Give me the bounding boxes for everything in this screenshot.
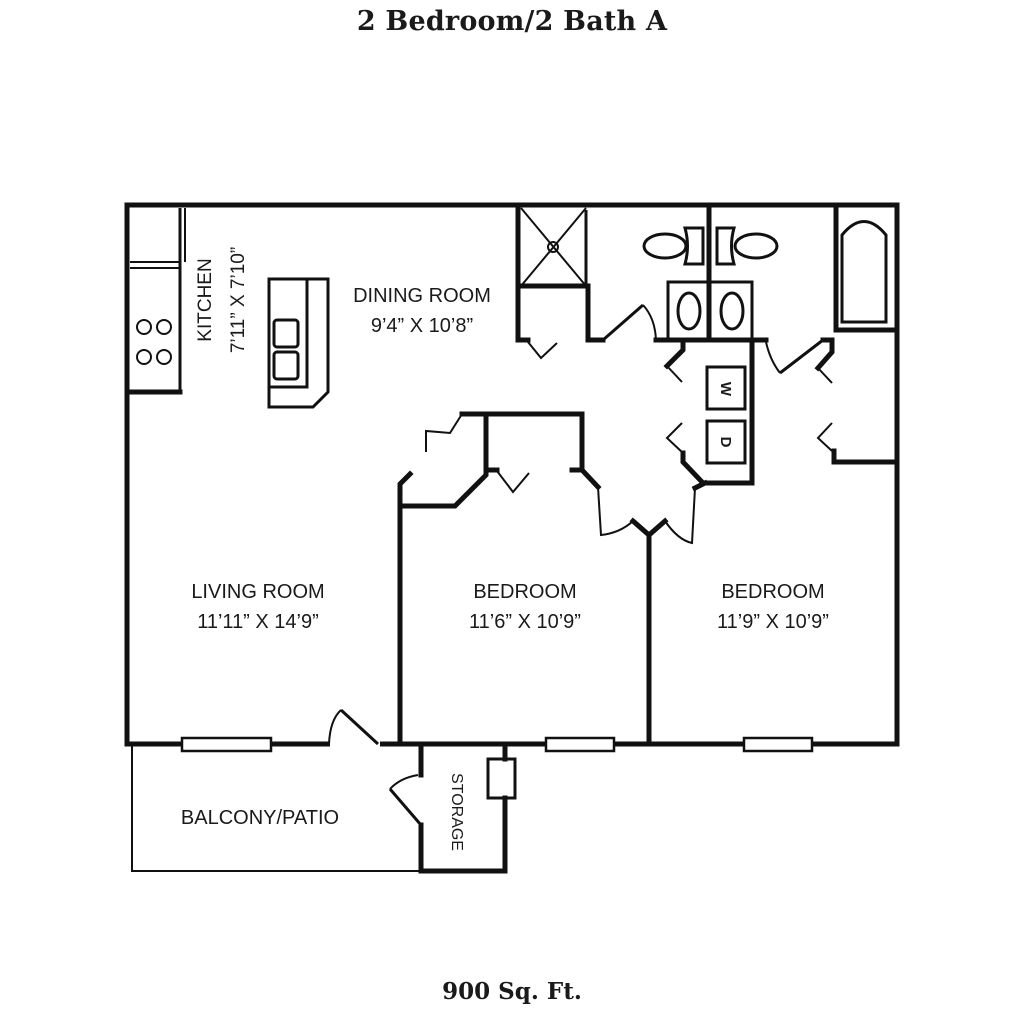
bedroom-1-dims: 11’6” X 10’9” bbox=[469, 611, 581, 633]
room-label-bedroom-2: BEDROOM 11’9” X 10’9” bbox=[717, 581, 829, 633]
bathtub-icon bbox=[840, 220, 888, 324]
bedroom-1-closets bbox=[397, 411, 709, 747]
shower-icon bbox=[520, 207, 587, 287]
closet-door bbox=[527, 341, 558, 360]
storage-label: STORAGE bbox=[448, 773, 465, 851]
bathroom-1 bbox=[515, 202, 657, 360]
plan-title: 2 Bedroom/2 Bath A bbox=[356, 6, 668, 37]
toilet-icon bbox=[642, 226, 705, 266]
bedroom-1-name: BEDROOM bbox=[473, 581, 576, 603]
windows bbox=[180, 736, 814, 753]
dryer bbox=[705, 419, 747, 465]
window bbox=[180, 736, 273, 753]
living-dims: 11’11” X 14’9” bbox=[197, 611, 319, 633]
washer bbox=[705, 365, 747, 411]
room-label-dining: DINING ROOM 9’4” X 10’8” bbox=[353, 285, 491, 337]
toilet-icon bbox=[715, 226, 779, 266]
dining-name: DINING ROOM bbox=[353, 285, 491, 307]
room-label-living: LIVING ROOM 11’11” X 14’9” bbox=[191, 581, 324, 633]
patio-door bbox=[328, 708, 380, 750]
window bbox=[742, 736, 814, 753]
bath-door bbox=[602, 303, 644, 342]
bathroom-2 bbox=[762, 202, 900, 465]
laundry-closet: W D bbox=[663, 337, 755, 487]
living-name: LIVING ROOM bbox=[191, 581, 324, 603]
kitchen-island bbox=[267, 277, 330, 409]
balcony-patio bbox=[131, 744, 421, 872]
sink-icon bbox=[272, 318, 300, 381]
window bbox=[544, 736, 616, 753]
balcony-label: BALCONY/PATIO bbox=[181, 807, 339, 829]
bedroom-2-name: BEDROOM bbox=[721, 581, 824, 603]
dryer-label: D bbox=[717, 437, 734, 448]
washer-label: W bbox=[717, 382, 734, 397]
dining-dims: 9’4” X 10’8” bbox=[371, 315, 473, 337]
kitchen bbox=[124, 208, 330, 409]
bathroom-vanities bbox=[642, 202, 779, 343]
storage-closet bbox=[388, 741, 517, 874]
room-label-kitchen: KITCHEN 7’11” X 7’10” bbox=[195, 247, 249, 353]
bedroom-2-dims: 11’9” X 10’9” bbox=[717, 611, 829, 633]
kitchen-name: KITCHEN bbox=[195, 258, 216, 341]
square-footage: 900 Sq. Ft. bbox=[442, 978, 582, 1005]
stove-icon bbox=[136, 319, 172, 365]
kitchen-dims: 7’11” X 7’10” bbox=[228, 247, 249, 353]
exterior-walls bbox=[124, 202, 900, 747]
room-label-bedroom-1: BEDROOM 11’6” X 10’9” bbox=[469, 581, 581, 633]
